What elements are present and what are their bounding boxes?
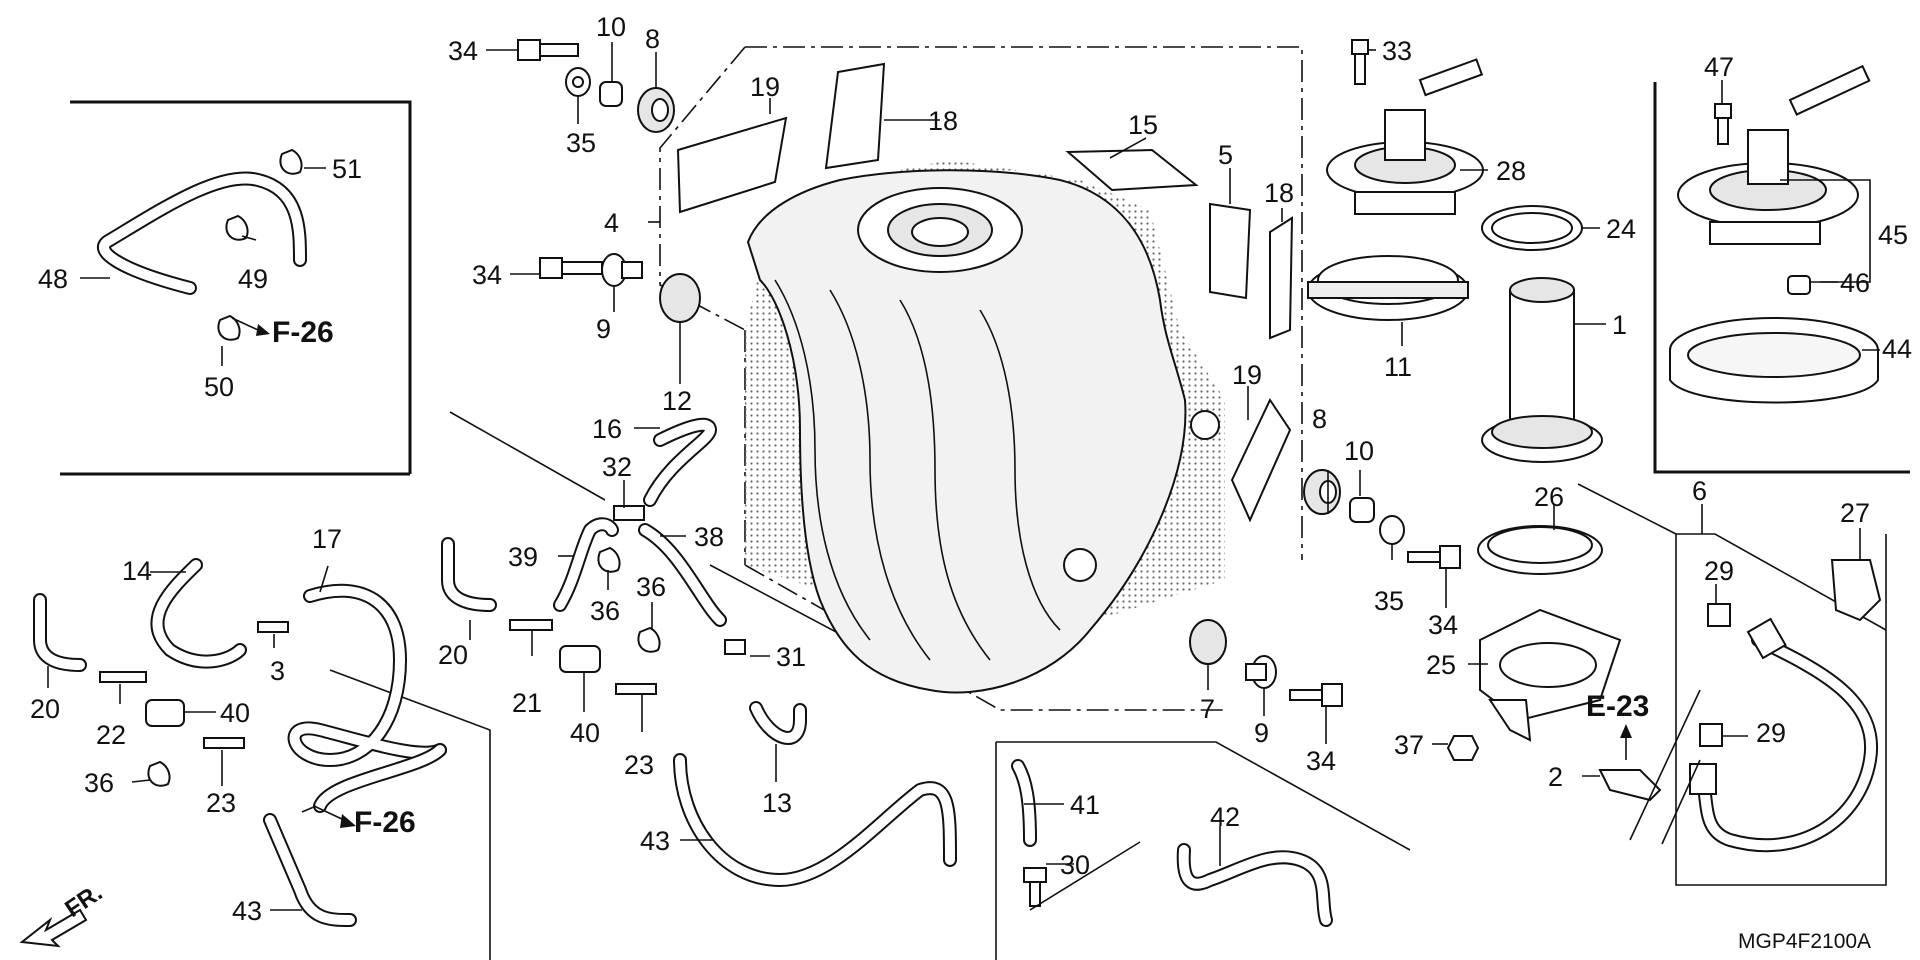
label-39: 39 bbox=[508, 542, 538, 572]
fuel-tank bbox=[745, 160, 1225, 694]
label-1: 1 bbox=[1612, 310, 1627, 340]
label-19: 19 bbox=[1232, 360, 1262, 390]
label-9: 9 bbox=[596, 314, 611, 344]
label-30: 30 bbox=[1060, 850, 1090, 880]
label-6: 6 bbox=[1692, 476, 1707, 506]
label-29: 29 bbox=[1756, 718, 1786, 748]
section-frames bbox=[60, 82, 1910, 960]
fuel-pump-assembly bbox=[1307, 58, 1882, 853]
label-34: 34 bbox=[472, 260, 502, 290]
label-43: 43 bbox=[232, 896, 262, 926]
label-43: 43 bbox=[640, 826, 670, 856]
part-labels: 34 10 8 35 19 18 4 34 9 12 15 5 18 19 33… bbox=[30, 12, 1912, 926]
label-20: 20 bbox=[438, 640, 468, 670]
label-22: 22 bbox=[96, 720, 126, 750]
label-45: 45 bbox=[1878, 220, 1908, 250]
label-18: 18 bbox=[928, 106, 958, 136]
label-26: 26 bbox=[1534, 482, 1564, 512]
label-41: 41 bbox=[1070, 790, 1100, 820]
label-40: 40 bbox=[220, 698, 250, 728]
reference-labels: F-26 F-26 E-23 bbox=[272, 316, 1649, 839]
label-47: 47 bbox=[1704, 52, 1734, 82]
label-28: 28 bbox=[1496, 156, 1526, 186]
label-49: 49 bbox=[238, 264, 268, 294]
ref-f26-top: F-26 bbox=[272, 316, 334, 349]
fittings-and-clamps bbox=[99, 148, 746, 787]
label-44: 44 bbox=[1882, 334, 1912, 364]
label-21: 21 bbox=[512, 688, 542, 718]
label-14: 14 bbox=[122, 556, 152, 586]
label-19: 19 bbox=[750, 72, 780, 102]
label-50: 50 bbox=[204, 372, 234, 402]
diagram-code: MGP4F2100A bbox=[1738, 930, 1871, 953]
label-3: 3 bbox=[270, 656, 285, 686]
label-36: 36 bbox=[636, 572, 666, 602]
label-35: 35 bbox=[1374, 586, 1404, 616]
label-29: 29 bbox=[1704, 556, 1734, 586]
label-34: 34 bbox=[448, 36, 478, 66]
label-7: 7 bbox=[1200, 694, 1215, 724]
label-31: 31 bbox=[776, 642, 806, 672]
label-10: 10 bbox=[596, 12, 626, 42]
label-40: 40 bbox=[570, 718, 600, 748]
leader-lines bbox=[47, 42, 1880, 911]
ref-f26-bottom: F-26 bbox=[354, 806, 416, 839]
label-32: 32 bbox=[602, 452, 632, 482]
label-4: 4 bbox=[604, 208, 619, 238]
label-34: 34 bbox=[1306, 746, 1336, 776]
label-9: 9 bbox=[1254, 718, 1269, 748]
label-33: 33 bbox=[1382, 36, 1412, 66]
label-5: 5 bbox=[1218, 140, 1233, 170]
label-12: 12 bbox=[662, 386, 692, 416]
label-20: 20 bbox=[30, 694, 60, 724]
label-15: 15 bbox=[1128, 110, 1158, 140]
label-18: 18 bbox=[1264, 178, 1294, 208]
label-25: 25 bbox=[1426, 650, 1456, 680]
label-34: 34 bbox=[1428, 610, 1458, 640]
label-37: 37 bbox=[1394, 730, 1424, 760]
label-8: 8 bbox=[645, 24, 660, 54]
label-13: 13 bbox=[762, 788, 792, 818]
label-42: 42 bbox=[1210, 802, 1240, 832]
label-2: 2 bbox=[1548, 762, 1563, 792]
label-8: 8 bbox=[1312, 404, 1327, 434]
label-35: 35 bbox=[566, 128, 596, 158]
label-48: 48 bbox=[38, 264, 68, 294]
label-23: 23 bbox=[624, 750, 654, 780]
ref-e23: E-23 bbox=[1586, 690, 1649, 723]
label-10: 10 bbox=[1344, 436, 1374, 466]
label-36: 36 bbox=[590, 596, 620, 626]
label-46: 46 bbox=[1840, 268, 1870, 298]
label-27: 27 bbox=[1840, 498, 1870, 528]
label-38: 38 bbox=[694, 522, 724, 552]
reference-arrows bbox=[231, 317, 1632, 828]
front-arrow-icon bbox=[19, 908, 88, 948]
label-17: 17 bbox=[312, 524, 342, 554]
label-36: 36 bbox=[84, 768, 114, 798]
label-11: 11 bbox=[1384, 352, 1412, 382]
hoses bbox=[33, 171, 1333, 927]
label-16: 16 bbox=[592, 414, 622, 444]
label-23: 23 bbox=[206, 788, 236, 818]
label-51: 51 bbox=[332, 154, 362, 184]
label-24: 24 bbox=[1606, 214, 1636, 244]
